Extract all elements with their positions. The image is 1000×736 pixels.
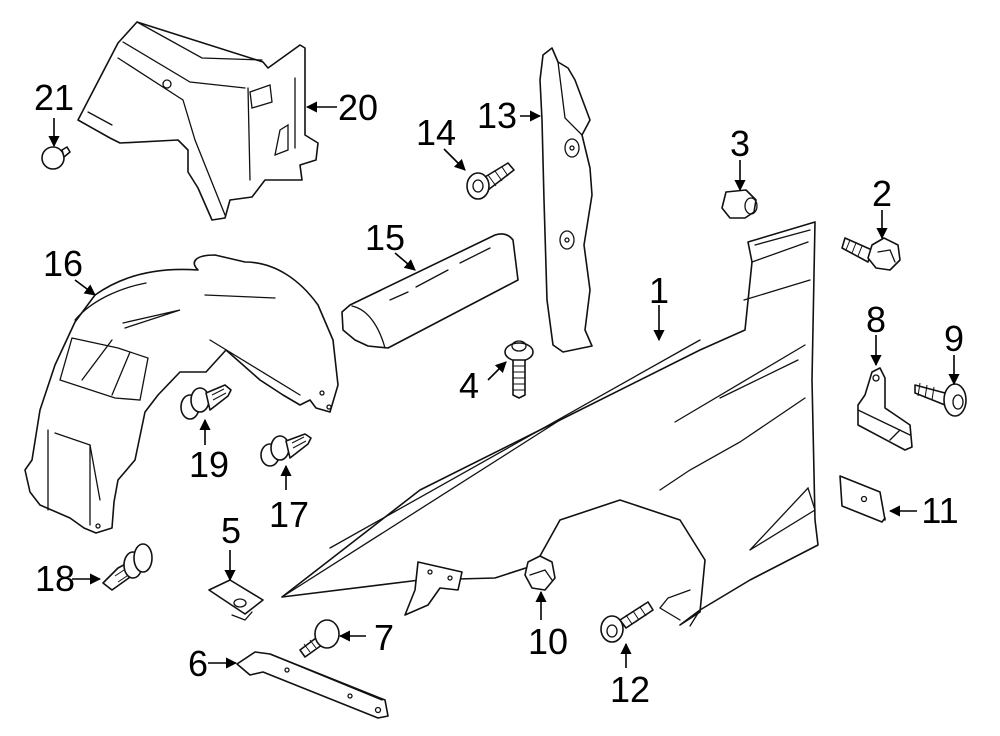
part-6-bracket[interactable] — [236, 651, 389, 719]
callout-7[interactable]: 7 — [374, 617, 394, 658]
leader-14 — [443, 148, 466, 171]
part-21-push-retainer[interactable] — [41, 146, 71, 170]
part-16-fender-liner[interactable] — [24, 254, 339, 534]
callout-15[interactable]: 15 — [365, 217, 405, 258]
part-13-fender-bracket[interactable] — [539, 47, 593, 353]
part-3-cap[interactable] — [721, 189, 758, 219]
part-11-plate[interactable] — [839, 475, 886, 523]
part-14-bolt[interactable] — [466, 162, 515, 200]
part-19-push-retainer[interactable] — [180, 384, 232, 420]
callout-leaders — [48, 101, 960, 669]
callout-1[interactable]: 1 — [649, 270, 669, 311]
callout-4[interactable]: 4 — [459, 365, 479, 406]
callout-19[interactable]: 19 — [189, 444, 229, 485]
part-15-insulator[interactable] — [341, 233, 519, 349]
callout-13[interactable]: 13 — [477, 95, 517, 136]
callout-18[interactable]: 18 — [35, 558, 75, 599]
callout-8[interactable]: 8 — [866, 299, 886, 340]
part-4-bolt[interactable] — [504, 340, 534, 399]
callout-12[interactable]: 12 — [610, 669, 650, 710]
fender-lower-bracket — [404, 561, 463, 616]
callout-11[interactable]: 11 — [921, 490, 958, 531]
part-7-bolt[interactable] — [299, 619, 340, 658]
leader-16 — [74, 279, 96, 296]
callout-6[interactable]: 6 — [188, 643, 208, 684]
part-12-bolt[interactable] — [600, 601, 654, 643]
callout-9[interactable]: 9 — [944, 318, 964, 359]
callout-16[interactable]: 16 — [43, 243, 83, 284]
part-17-push-retainer[interactable] — [260, 433, 312, 467]
callout-5[interactable]: 5 — [221, 510, 241, 551]
part-8-bracket[interactable] — [857, 367, 913, 451]
callout-20[interactable]: 20 — [338, 87, 378, 128]
part-18-push-retainer[interactable] — [102, 543, 153, 591]
part-9-bolt[interactable] — [914, 382, 967, 417]
callout-10[interactable]: 10 — [528, 621, 568, 662]
part-1-fender[interactable] — [281, 221, 819, 627]
leader-4 — [487, 361, 507, 381]
leader-15 — [394, 252, 416, 271]
callout-3[interactable]: 3 — [730, 123, 750, 164]
callout-14[interactable]: 14 — [416, 112, 456, 153]
part-5-clip-nut[interactable] — [208, 579, 264, 621]
callout-2[interactable]: 2 — [872, 173, 892, 214]
callout-labels: 1 2 3 4 5 6 7 8 9 10 11 12 13 14 15 16 1… — [34, 77, 964, 710]
callout-21[interactable]: 21 — [34, 77, 74, 118]
part-20-rear-liner[interactable] — [77, 21, 319, 221]
part-10-nut[interactable] — [524, 555, 556, 591]
callout-17[interactable]: 17 — [269, 494, 309, 535]
part-2-bolt[interactable] — [841, 237, 901, 271]
